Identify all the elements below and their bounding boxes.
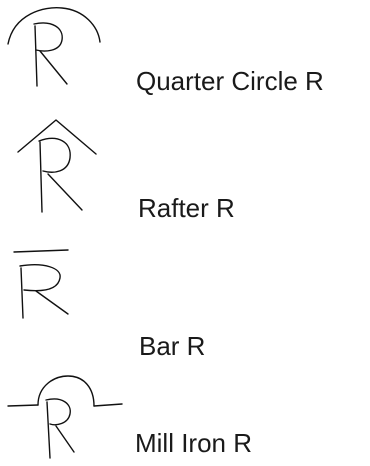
quarter-circle-r-brand-icon — [4, 4, 104, 94]
brand-label: Mill Iron R — [135, 428, 253, 458]
brand-label: Quarter Circle R — [136, 66, 324, 96]
brand-label: Rafter R — [138, 193, 235, 223]
mill-iron-r-brand-icon — [7, 372, 128, 462]
rafter-r-brand-icon — [17, 116, 118, 216]
bar-r-brand-icon — [12, 246, 112, 321]
brand-label: Bar R — [139, 331, 206, 361]
